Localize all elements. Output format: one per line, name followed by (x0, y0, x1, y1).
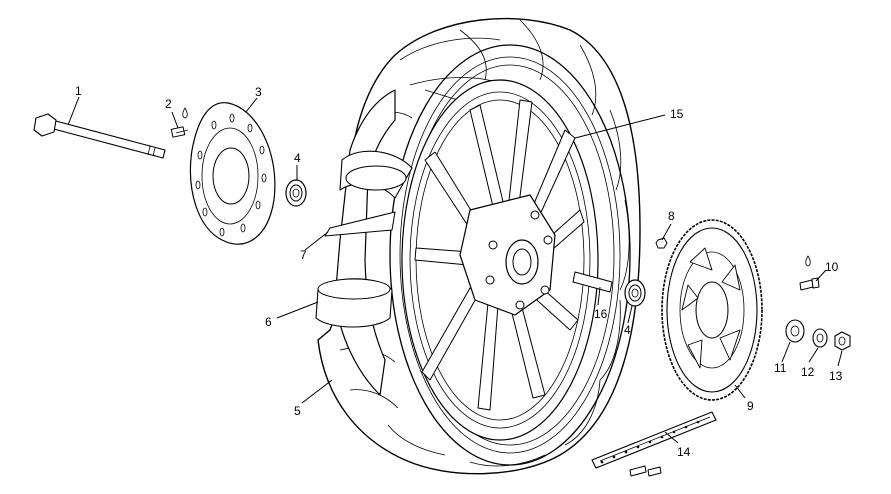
callout-16: 16 (594, 307, 608, 321)
rim-tape (324, 150, 413, 237)
callout-8: 8 (668, 209, 675, 223)
callout-2: 2 (165, 97, 172, 111)
callout-9: 9 (747, 399, 754, 413)
axle-nut (834, 331, 851, 351)
leader-lines (67, 96, 843, 444)
hub-spacer (572, 271, 613, 293)
sprocket-screw (799, 255, 820, 291)
callout-10: 10 (825, 260, 839, 274)
sprocket-spacer (785, 319, 805, 343)
callout-6: 6 (265, 315, 272, 329)
rear-sprocket (661, 219, 763, 401)
callout-11: 11 (774, 361, 787, 375)
callout-12: 12 (801, 365, 815, 379)
disc-screw (170, 107, 189, 138)
callout-3: 3 (255, 85, 262, 99)
callout-13: 13 (829, 369, 843, 383)
callout-4-right: 4 (624, 323, 631, 337)
callout-labels: 1 2 3 4 7 6 5 15 16 4 8 9 10 11 12 13 14 (75, 84, 843, 459)
chain-links (600, 420, 700, 464)
callout-1: 1 (75, 84, 82, 98)
drive-chain (591, 411, 717, 477)
rim-strip (315, 278, 393, 328)
washer (812, 328, 828, 348)
callout-4-left: 4 (294, 151, 301, 165)
callout-7: 7 (300, 248, 307, 262)
callout-15: 15 (670, 107, 684, 121)
disc-holes (195, 113, 267, 237)
sprocket-nut (655, 237, 668, 249)
wheel-axle (33, 113, 166, 159)
wheel-rim (401, 79, 599, 441)
bearing-left (285, 179, 307, 207)
brake-disc (189, 102, 276, 245)
bearing-right (624, 279, 646, 307)
wheel-hub (459, 194, 556, 316)
callout-14: 14 (677, 445, 691, 459)
callout-5: 5 (294, 404, 301, 418)
